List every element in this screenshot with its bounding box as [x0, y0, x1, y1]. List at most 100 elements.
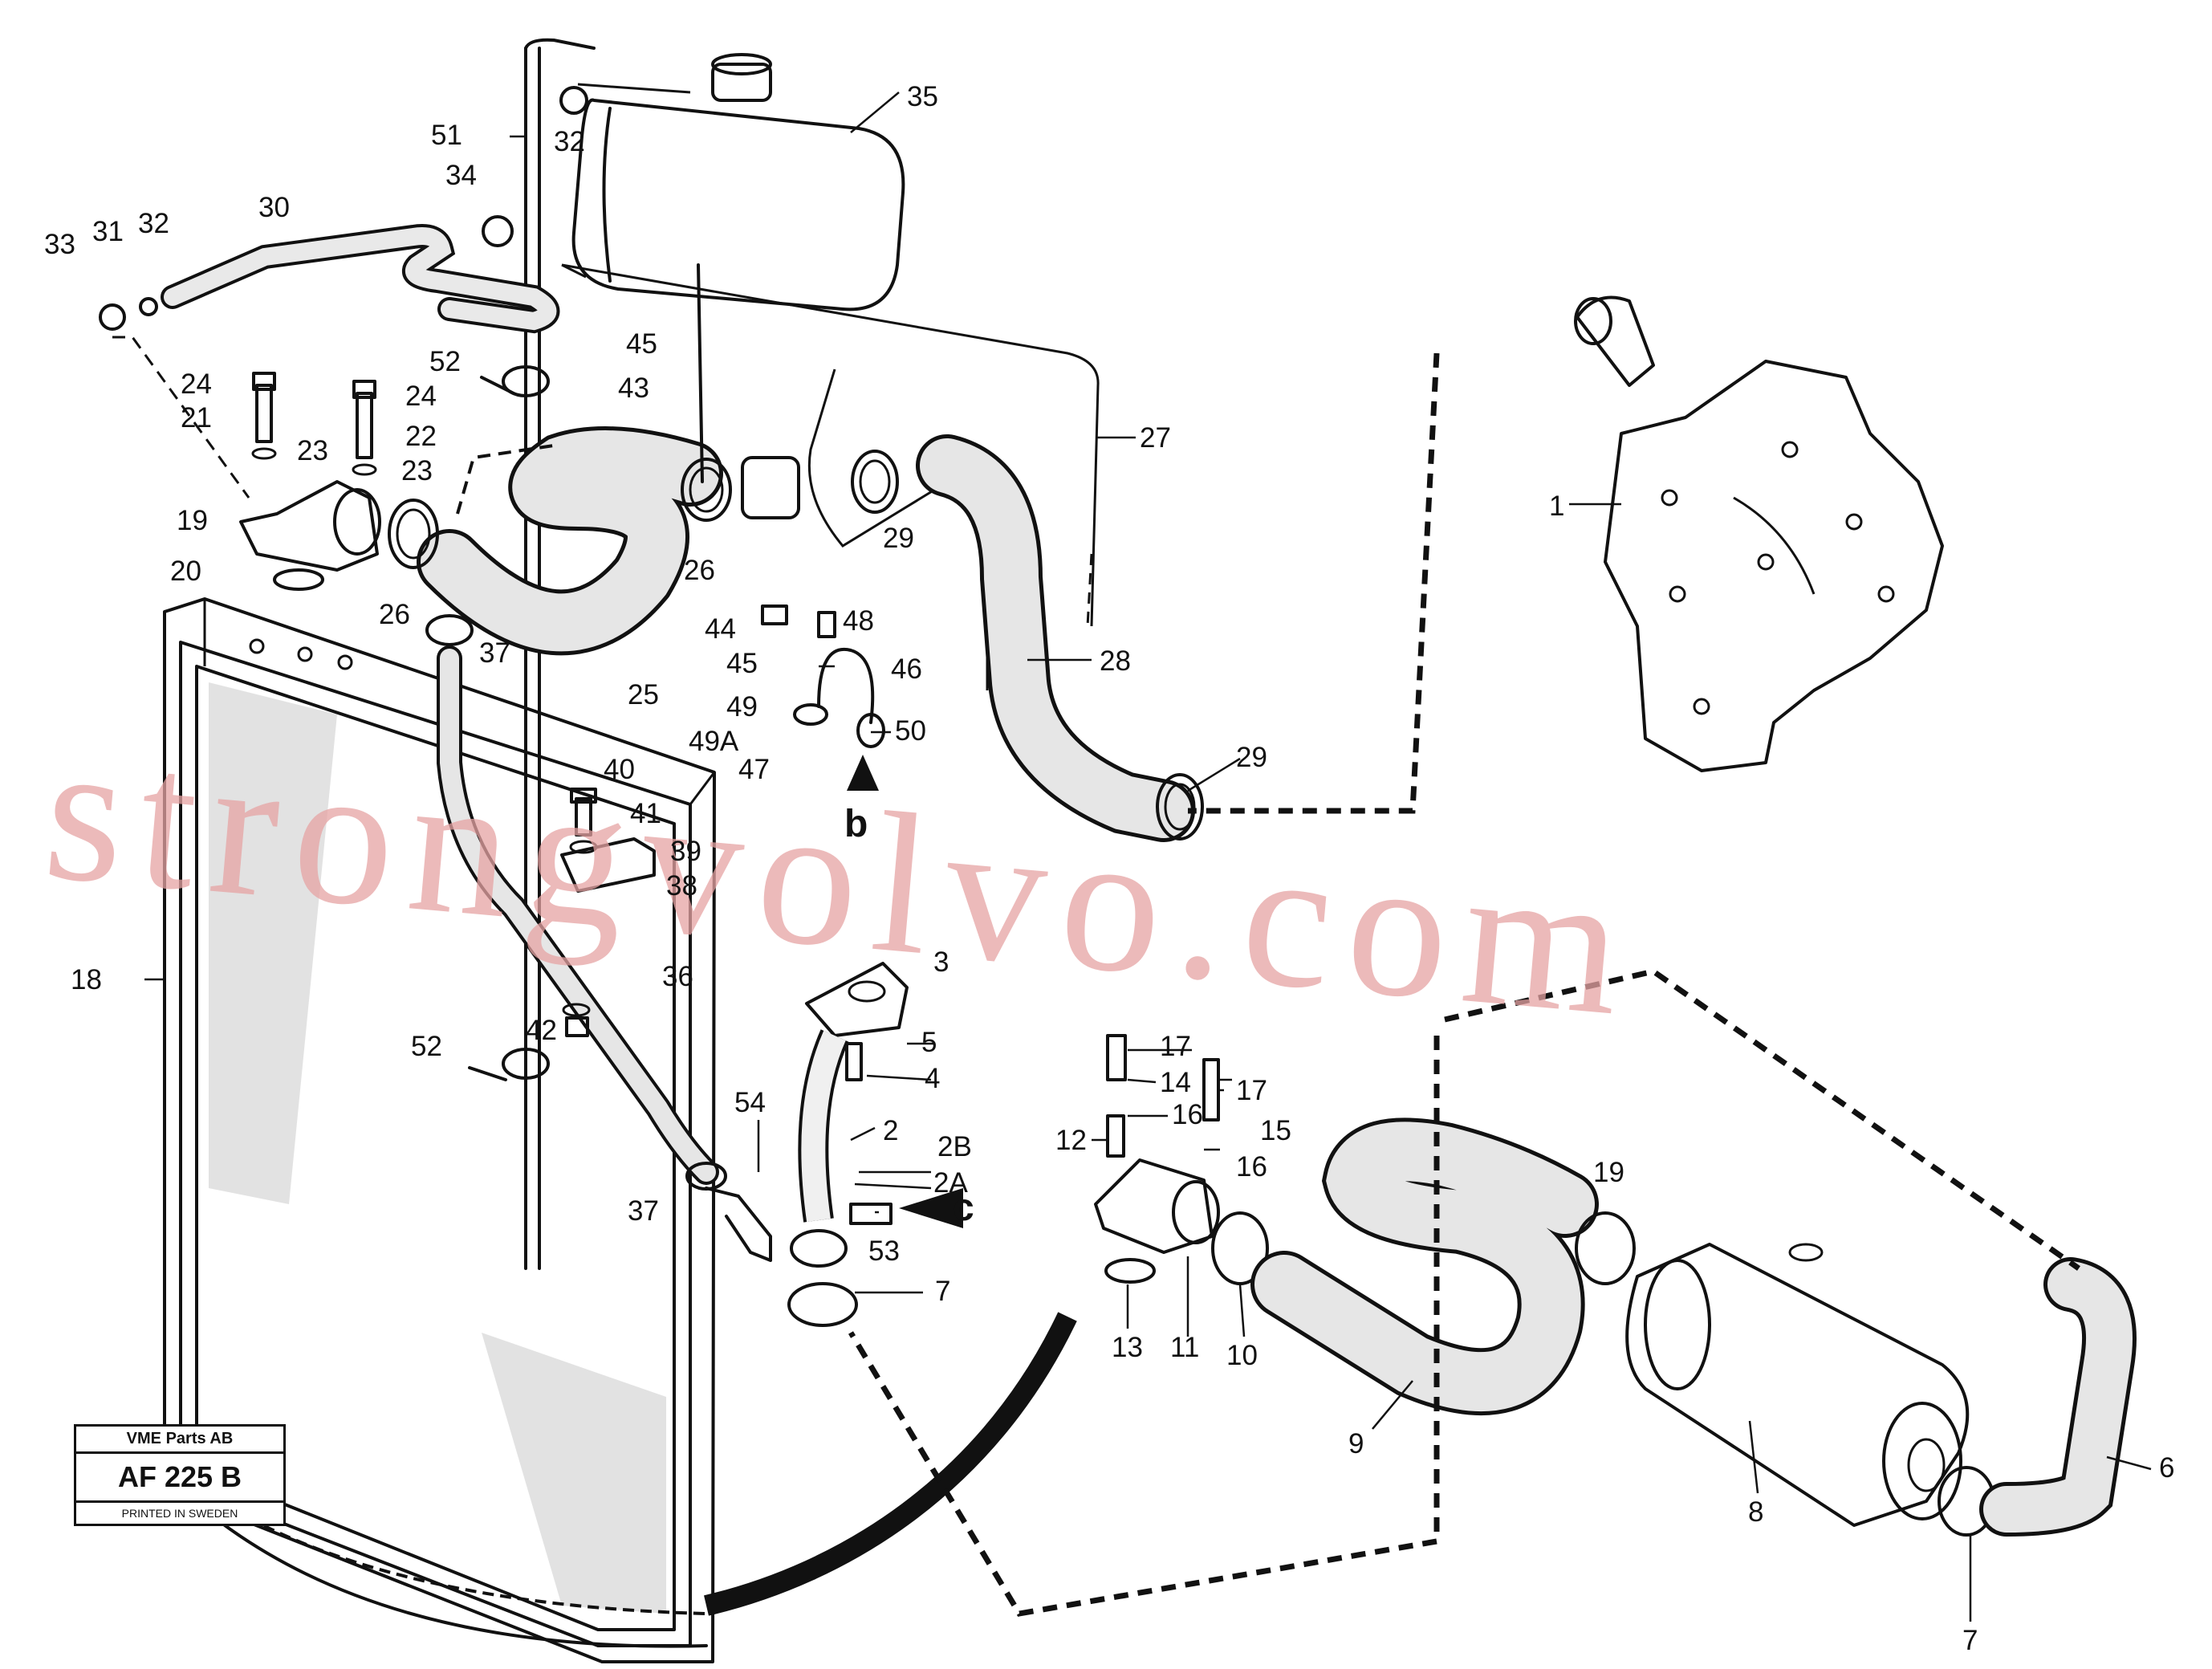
callout-20: 20	[170, 556, 201, 587]
callout-34: 34	[445, 160, 477, 191]
fan-shroud	[704, 1312, 1077, 1616]
clamp-29	[851, 450, 899, 514]
dash-line-lower	[848, 1036, 1440, 1617]
callout-32b: 32	[554, 126, 585, 157]
callout-2a: 2A	[933, 1167, 968, 1199]
callout-13: 13	[1112, 1332, 1143, 1363]
washer-31	[139, 297, 158, 316]
clamp-37	[425, 614, 474, 646]
callout-49a: 49A	[689, 726, 739, 757]
oil-cooler-8	[1625, 1243, 1995, 1537]
view-arrow-b	[847, 755, 879, 791]
callout-17a: 17	[1160, 1031, 1191, 1062]
callout-5: 5	[921, 1027, 937, 1058]
dash-line-pump	[1188, 352, 1440, 814]
stamp-code: AF 225 B	[76, 1454, 283, 1503]
callout-23b: 23	[401, 455, 433, 486]
thermostat-housing-19	[239, 480, 381, 591]
drawing-stamp: VME Parts AB AF 225 B PRINTED IN SWEDEN	[74, 1424, 286, 1526]
callout-29b: 29	[1236, 742, 1267, 773]
nut-34	[482, 215, 514, 247]
callout-37b: 37	[628, 1195, 659, 1227]
view-arrow-c	[899, 1188, 963, 1228]
callout-49: 49	[726, 691, 758, 723]
bolt-22	[352, 380, 377, 476]
callout-45b: 45	[726, 648, 758, 679]
callout-15: 15	[1260, 1115, 1291, 1146]
callout-52b: 52	[411, 1031, 442, 1062]
view-label-b: b	[844, 803, 868, 845]
callout-3: 3	[933, 946, 949, 978]
clamp-10	[1211, 1211, 1269, 1285]
callout-17b: 17	[1236, 1075, 1267, 1106]
tank-bracket	[561, 263, 1100, 690]
callout-25: 25	[628, 679, 659, 710]
callout-41: 41	[630, 798, 661, 829]
pipe-46	[761, 605, 885, 748]
callout-14: 14	[1160, 1067, 1191, 1098]
clip-52	[480, 365, 550, 397]
callout-51: 51	[431, 120, 462, 151]
callout-26b: 26	[684, 555, 715, 586]
callout-18: 18	[71, 964, 102, 995]
callout-30: 30	[258, 192, 290, 223]
callout-50: 50	[895, 715, 926, 747]
callout-4: 4	[925, 1063, 940, 1094]
expansion-tank	[571, 53, 905, 311]
callout-45a: 45	[626, 328, 657, 360]
callout-7a: 7	[935, 1276, 950, 1307]
callout-8: 8	[1748, 1496, 1763, 1528]
callout-42: 42	[526, 1015, 557, 1046]
callout-37a: 37	[479, 637, 510, 669]
callout-12: 12	[1055, 1125, 1087, 1156]
callout-28: 28	[1100, 645, 1131, 677]
thermostat-housing-11	[1094, 1034, 1269, 1285]
callout-19: 19	[177, 505, 208, 536]
callout-10: 10	[1226, 1340, 1258, 1371]
dash-line-upper-right	[1444, 968, 2081, 1271]
callout-36: 36	[662, 961, 693, 992]
callout-7b: 7	[1962, 1625, 1978, 1656]
callout-2b: 2B	[937, 1131, 972, 1162]
leader-lines	[144, 92, 2152, 1622]
view-label-c: c	[953, 1187, 974, 1229]
bolt-21	[251, 372, 277, 460]
sleeve	[741, 456, 800, 519]
callout-35: 35	[907, 81, 938, 112]
callout-23a: 23	[297, 435, 328, 466]
clamp-29b	[1156, 773, 1204, 841]
callout-6: 6	[2159, 1452, 2174, 1484]
callout-11: 11	[1170, 1332, 1199, 1363]
callout-54: 54	[734, 1087, 766, 1118]
callout-39: 39	[670, 836, 701, 867]
bracket-39	[560, 788, 656, 1037]
gasket-20	[273, 568, 324, 591]
clip-52b	[468, 1048, 550, 1081]
callout-43: 43	[618, 372, 649, 404]
callout-33: 33	[44, 229, 75, 260]
callout-46: 46	[891, 653, 922, 685]
callout-labels: 1 2 2A 2B 3 4 5 6 7 7 8 9 10 11 12 13 14…	[44, 81, 2174, 1656]
callout-32a: 32	[138, 208, 169, 239]
clamp-10b	[1575, 1211, 1636, 1285]
fitting-33	[99, 303, 126, 331]
clamp-26b	[681, 458, 732, 522]
clamp-37b	[685, 1162, 727, 1191]
callout-44: 44	[705, 613, 736, 645]
callout-2: 2	[883, 1115, 898, 1146]
elbow-pipe	[705, 1187, 772, 1262]
pipe-51	[524, 38, 596, 1270]
callout-29a: 29	[883, 523, 914, 554]
callout-21: 21	[181, 402, 212, 434]
callout-52a: 52	[429, 346, 461, 377]
clamp-32	[559, 86, 588, 115]
pipe-2	[787, 962, 909, 1327]
callout-22: 22	[405, 421, 437, 452]
callout-19b: 19	[1593, 1157, 1624, 1188]
gasket-13	[1104, 1258, 1156, 1284]
callout-24b: 24	[405, 381, 437, 412]
callout-16a: 16	[1172, 1099, 1203, 1130]
callout-1: 1	[1549, 491, 1564, 522]
hose-43	[697, 263, 704, 483]
